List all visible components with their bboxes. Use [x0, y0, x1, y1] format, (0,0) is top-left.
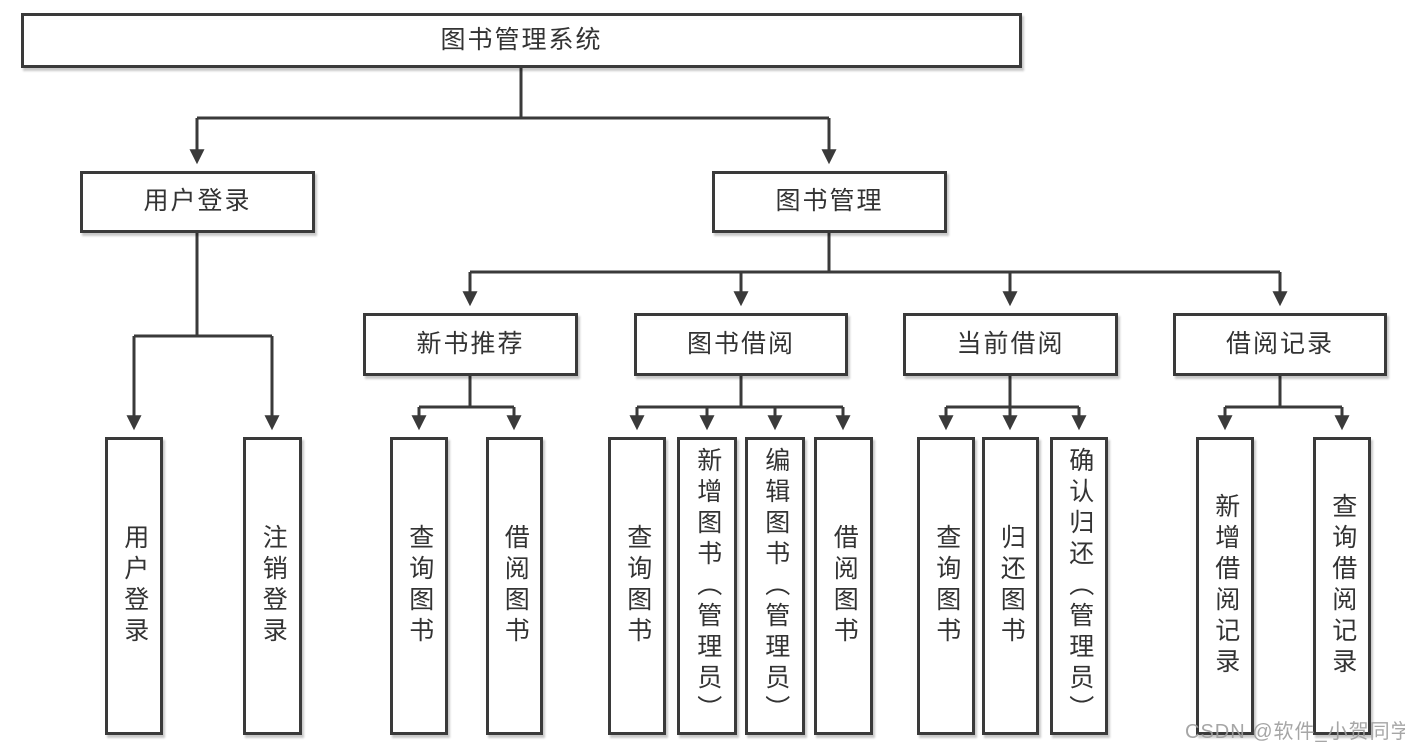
connector-book-mgmt-elbow: [470, 233, 1280, 274]
node-new-book-recommend-label: 新书推荐: [416, 329, 525, 358]
leaf-query-borrow-record-label: 查询借阅记录: [1328, 493, 1357, 679]
node-root: 图书管理系统: [21, 13, 1022, 68]
connector-root-elbow: [197, 68, 829, 120]
node-book-borrowing-label: 图书借阅: [686, 329, 795, 358]
leaf-user-login-label: 用户登录: [120, 524, 149, 648]
node-user-login-label: 用户登录: [143, 187, 252, 216]
node-book-management-label: 图书管理: [775, 187, 884, 216]
leaf-logout-label: 注销登录: [259, 524, 288, 648]
node-borrowing-records: 借阅记录: [1173, 313, 1387, 376]
leaf-query-books-borrowing: 查询图书: [608, 437, 666, 735]
node-current-borrowing-label: 当前借阅: [956, 329, 1065, 358]
leaf-return-books-label: 归还图书: [997, 524, 1026, 648]
leaf-user-login: 用户登录: [105, 437, 163, 735]
leaf-return-books: 归还图书: [982, 437, 1039, 735]
csdn-watermark: CSDN @软件_小贺同学: [1185, 721, 1405, 743]
connector-user-login-elbow: [134, 233, 272, 338]
node-book-management: 图书管理: [712, 171, 947, 233]
node-new-book-recommend: 新书推荐: [363, 313, 578, 376]
leaf-add-borrow-record: 新增借阅记录: [1196, 437, 1254, 735]
leaf-edit-books-admin-label: 编辑图书（管理员）: [761, 446, 790, 726]
leaf-query-books-current: 查询图书: [917, 437, 975, 735]
leaf-confirm-return-admin: 确认归还（管理员）: [1050, 437, 1108, 735]
node-book-borrowing: 图书借阅: [634, 313, 848, 376]
leaf-query-books-recommend: 查询图书: [390, 437, 448, 735]
leaf-confirm-return-admin-label: 确认归还（管理员）: [1065, 446, 1094, 726]
leaf-query-books-current-label: 查询图书: [932, 524, 961, 648]
leaf-borrow-books-borrowing: 借阅图书: [814, 437, 873, 735]
leaf-add-borrow-record-label: 新增借阅记录: [1211, 493, 1240, 679]
leaf-add-books-admin: 新增图书（管理员）: [677, 437, 737, 735]
connector-borrow-record-elbow: [1225, 376, 1342, 409]
node-user-login: 用户登录: [80, 171, 315, 233]
leaf-query-books-recommend-label: 查询图书: [405, 524, 434, 648]
connector-book-borrow-elbow: [637, 376, 843, 409]
connector-new-book-elbow: [419, 376, 514, 409]
node-root-label: 图书管理系统: [440, 25, 603, 54]
connector-current-borrow-elbow: [946, 376, 1079, 409]
leaf-edit-books-admin: 编辑图书（管理员）: [745, 437, 805, 735]
leaf-borrow-books-recommend: 借阅图书: [486, 437, 543, 735]
node-current-borrowing: 当前借阅: [903, 313, 1118, 376]
leaf-borrow-books-borrowing-label: 借阅图书: [830, 524, 859, 648]
leaf-add-books-admin-label: 新增图书（管理员）: [693, 446, 722, 726]
leaf-query-borrow-record: 查询借阅记录: [1313, 437, 1371, 735]
leaf-logout: 注销登录: [243, 437, 302, 735]
node-borrowing-records-label: 借阅记录: [1225, 329, 1334, 358]
leaf-query-books-borrowing-label: 查询图书: [623, 524, 652, 648]
leaf-borrow-books-recommend-label: 借阅图书: [501, 524, 530, 648]
